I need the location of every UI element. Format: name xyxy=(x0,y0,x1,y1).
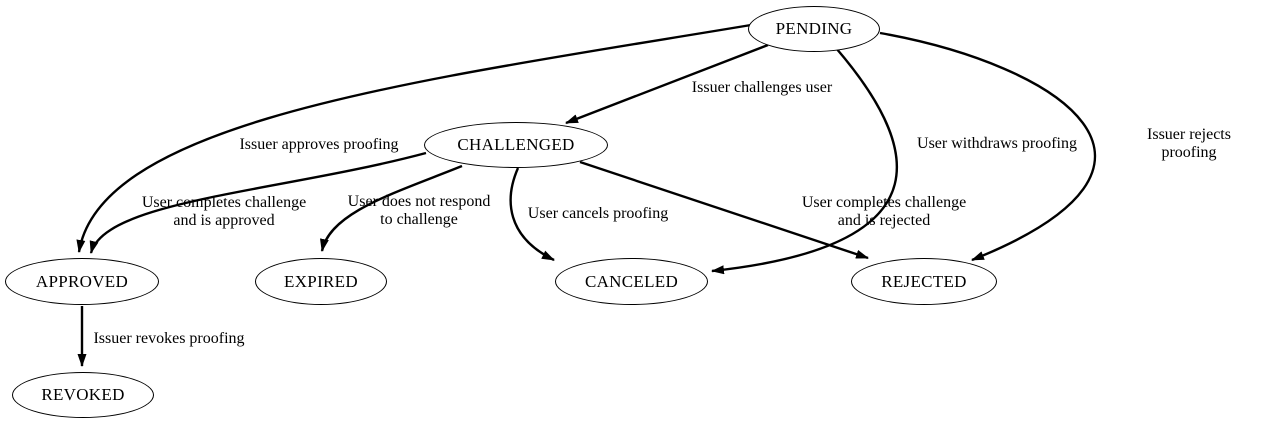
edge-pending-challenged xyxy=(565,43,769,125)
node-revoked: REVOKED xyxy=(12,372,154,418)
edge-challenged-canceled xyxy=(509,167,555,262)
node-approved-label: APPROVED xyxy=(35,271,129,291)
edge-pending-canceled xyxy=(711,47,898,275)
node-expired-label: EXPIRED xyxy=(284,271,358,291)
edge-challenged-rejected xyxy=(579,160,869,260)
node-canceled: CANCELED xyxy=(555,258,708,305)
node-challenged: CHALLENGED xyxy=(424,122,608,168)
edge-challenged-approved xyxy=(89,151,427,254)
node-approved: APPROVED xyxy=(5,258,159,305)
edge-pending-approved xyxy=(76,23,752,253)
node-pending: PENDING xyxy=(748,6,880,52)
edge-pending-rejected xyxy=(879,31,1097,262)
edge-label-does-not-respond: User does not respond to challenge xyxy=(347,193,491,228)
edge-label-completes-challenge-approved: User completes challenge and is approved xyxy=(141,194,307,229)
node-rejected-label: REJECTED xyxy=(881,271,967,291)
node-canceled-label: CANCELED xyxy=(584,271,679,291)
node-pending-label: PENDING xyxy=(775,19,853,38)
node-expired: EXPIRED xyxy=(255,258,387,305)
node-challenged-label: CHALLENGED xyxy=(457,135,575,154)
node-rejected: REJECTED xyxy=(851,258,997,305)
node-revoked-label: REVOKED xyxy=(41,385,125,404)
edge-label-issuer-rejects-proofing: Issuer rejects proofing xyxy=(1147,126,1231,161)
edge-label-user-cancels-proofing: User cancels proofing xyxy=(527,205,669,222)
edge-label-user-withdraws-proofing: User withdraws proofing xyxy=(917,135,1077,152)
edge-challenged-expired xyxy=(320,164,463,252)
edge-label-issuer-challenges-user: Issuer challenges user xyxy=(691,79,833,96)
edge-label-completes-challenge-rejected: User completes challenge and is rejected xyxy=(801,194,967,229)
edge-label-issuer-revokes-proofing: Issuer revokes proofing xyxy=(93,330,245,347)
edge-label-issuer-approves-proofing: Issuer approves proofing xyxy=(239,136,399,153)
